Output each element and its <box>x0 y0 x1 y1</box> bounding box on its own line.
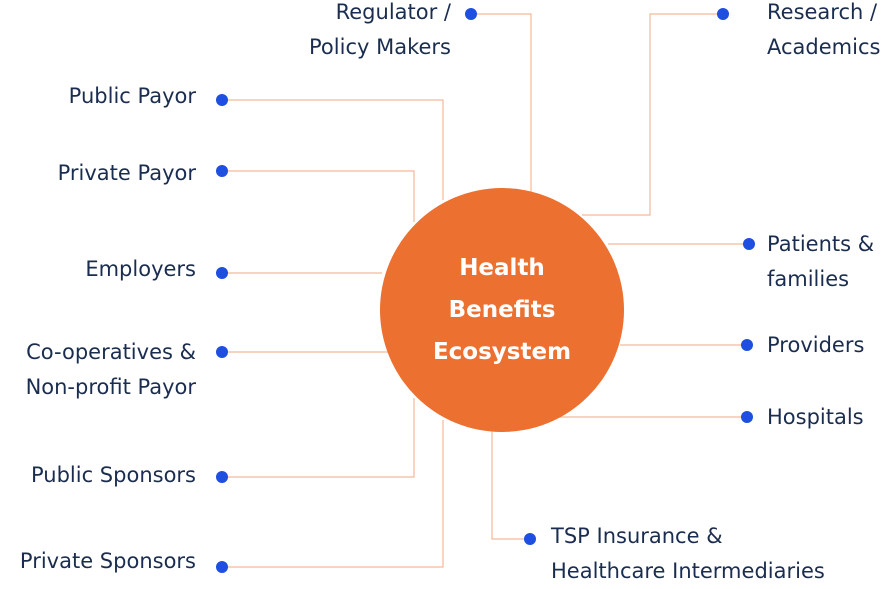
hub-title-line: Benefits <box>448 297 556 323</box>
label-public-payor: Public Payor <box>68 84 196 108</box>
connector-regulator <box>471 13 532 196</box>
connector-public-sponsors <box>222 398 415 478</box>
label-tsp: TSP Insurance & Healthcare Intermediarie… <box>551 524 825 583</box>
dot-providers <box>741 339 753 351</box>
dot-hospitals <box>741 411 753 423</box>
connector-research <box>582 13 723 216</box>
hub-title-line: Ecosystem <box>432 339 572 365</box>
label-private-sponsors: Private Sponsors <box>19 549 196 573</box>
dot-tsp <box>524 533 536 545</box>
hub-title-line: Health <box>459 255 545 281</box>
dot-employers <box>216 267 228 279</box>
label-hospitals: Hospitals <box>767 405 864 429</box>
dot-regulator <box>465 8 477 20</box>
dot-coops <box>216 346 228 358</box>
label-public-sponsors: Public Sponsors <box>30 463 196 487</box>
dot-private-sponsors <box>216 561 228 573</box>
connector-private-payor <box>222 170 415 222</box>
dot-public-sponsors <box>216 471 228 483</box>
hub-title: Health Benefits Ecosystem <box>433 247 571 373</box>
connector-public-payor <box>222 99 444 200</box>
connector-tsp <box>491 430 530 540</box>
label-research: Research / Academics <box>767 0 881 59</box>
dot-public-payor <box>216 94 228 106</box>
label-regulator: Regulator / Policy Makers <box>309 0 451 59</box>
label-private-payor: Private Payor <box>57 161 196 185</box>
connector-private-sponsors <box>222 420 444 568</box>
dot-private-payor <box>216 165 228 177</box>
label-providers: Providers <box>767 333 865 357</box>
label-coops: Co-operatives & Non-profit Payor <box>25 340 196 399</box>
label-patients: Patients & families <box>767 232 875 291</box>
dot-patients <box>743 238 755 250</box>
hub-circle: Health Benefits Ecosystem <box>380 188 624 432</box>
dot-research <box>717 8 729 20</box>
label-employers: Employers <box>85 257 196 281</box>
